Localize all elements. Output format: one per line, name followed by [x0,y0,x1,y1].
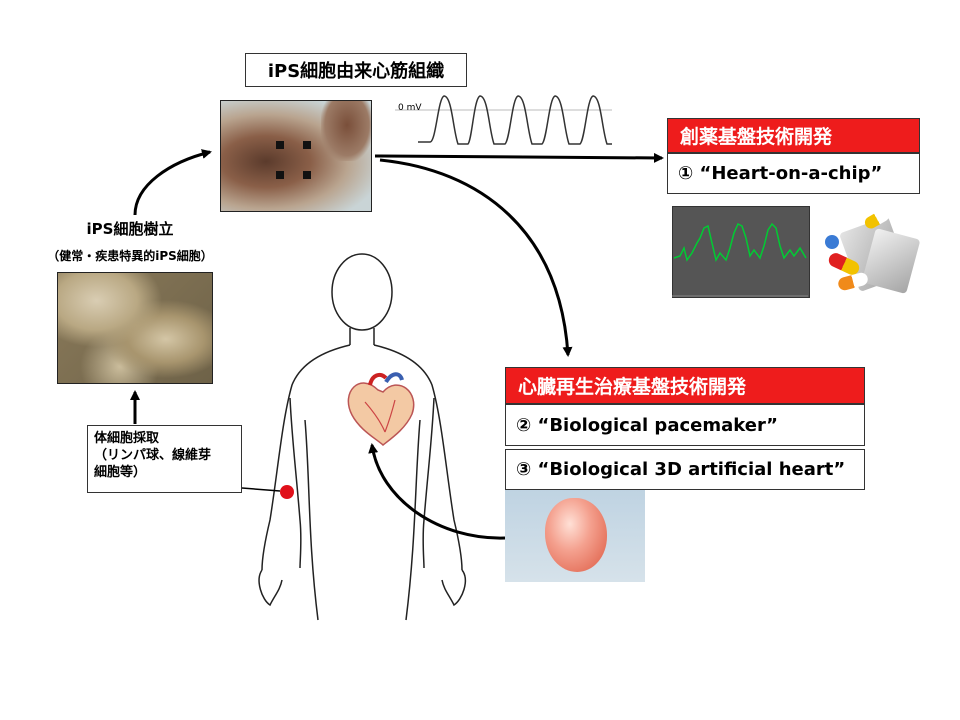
artificial-heart-text: ③ “Biological 3D artificial heart” [516,459,846,480]
somatic-line2: （リンパ球、線維芽 [94,448,212,463]
ips-establish-subtitle: （健常・疾患特異的iPS細胞） [47,249,213,263]
heart-icon [347,372,415,446]
tissue-title-box: iPS細胞由来心筋組織 [245,53,467,87]
cardiac-tissue-photo [220,100,372,212]
arrow-ips-to-tissue [133,149,212,216]
ips-establish-caption: iPS細胞樹立 （健常・疾患特異的iPS細胞） [30,218,230,264]
somatic-line1: 体細胞採取 [94,431,160,446]
artificial-heart-item: ③ “Biological 3D artificial heart” [505,449,865,490]
regen-platform-header: 心臓再生治療基盤技術開発 [505,367,865,404]
arrow-tissue-to-regen [379,158,573,357]
sample-connector-line [241,487,281,492]
somatic-cell-collection-box: 体細胞採取 （リンパ球、線維芽 細胞等） [87,425,242,493]
arrow-tissue-to-drug [374,152,664,163]
sample-site-marker [280,485,294,499]
tissue-title: iPS細胞由来心筋組織 [267,61,445,82]
human-body-outline [258,253,466,621]
ips-colony-photo [57,272,213,384]
bioengineered-heart-photo [505,490,645,582]
heart-on-chip-text: ① “Heart-on-a-chip” [678,163,883,184]
field-potential-trace [672,222,808,297]
drug-pills-image [820,205,921,300]
zero-mv-label: 0 mV [398,103,422,113]
somatic-line3: 細胞等） [94,465,147,480]
heart-on-chip-item: ① “Heart-on-a-chip” [667,153,920,194]
field-potential-graph [642,198,812,306]
arrow-transplant-to-heart [368,443,506,540]
action-potential-trace [418,95,612,145]
drug-platform-header-text: 創薬基盤技術開発 [680,126,833,148]
drug-platform-header: 創薬基盤技術開発 [667,118,920,153]
regen-platform-header-text: 心臓再生治療基盤技術開発 [518,376,747,398]
biological-pacemaker-item: ② “Biological pacemaker” [505,404,865,446]
biological-pacemaker-text: ② “Biological pacemaker” [516,414,778,436]
ips-establish-title: iPS細胞樹立 [86,220,174,238]
